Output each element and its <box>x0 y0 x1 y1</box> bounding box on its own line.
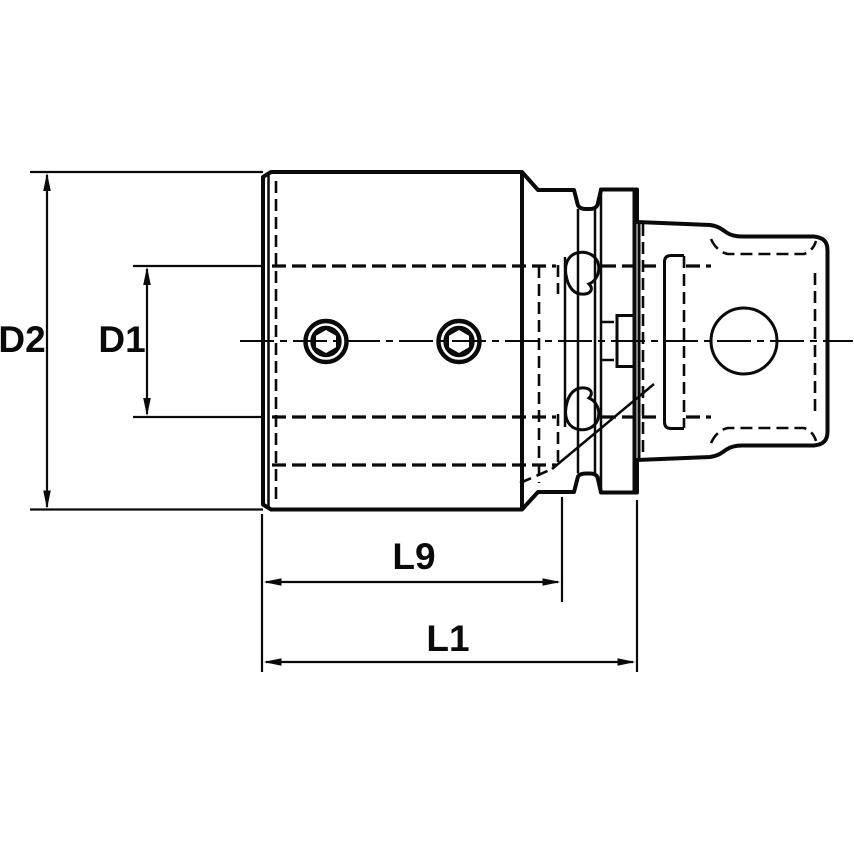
dimension-label-d1: D1 <box>98 319 145 360</box>
l1-arrow-left-icon <box>263 658 282 666</box>
hidden-tube-stubs <box>602 320 616 362</box>
hex-socket-screw-right <box>436 318 482 365</box>
dimension-l1: L1 <box>263 500 639 672</box>
dimension-l9: L9 <box>260 497 564 672</box>
l1-arrow-right-icon <box>617 658 636 666</box>
ball-recess-top <box>564 250 601 296</box>
dimension-label-l9: L9 <box>392 536 435 577</box>
hidden-lines <box>272 181 818 501</box>
shank-end-chamfer-top <box>816 236 829 250</box>
dimension-label-d2: D2 <box>0 319 46 360</box>
screw-hole-ring-icon <box>436 318 482 365</box>
hex-socket-screw-left <box>303 318 349 365</box>
ball-recess-bottom <box>564 386 601 432</box>
flat-indicator-line <box>551 383 655 470</box>
screw-hole-ring-icon <box>303 318 349 365</box>
hidden-shank-groove-bottom <box>709 426 818 444</box>
hex-socket-icon <box>312 326 340 357</box>
l9-arrow-left-icon <box>263 578 282 586</box>
hidden-flat-diagonal <box>519 467 553 485</box>
d2-arrow-down-icon <box>43 490 51 509</box>
hidden-shank-groove-top <box>709 238 818 256</box>
d2-arrow-up-icon <box>43 172 51 191</box>
shank-end-chamfer-bottom <box>816 432 829 446</box>
d1-arrow-down-icon <box>143 398 151 417</box>
d1-arrow-up-icon <box>143 266 151 285</box>
dimension-d2: D2 <box>0 170 263 511</box>
l9-arrow-right-icon <box>542 578 561 586</box>
hex-socket-icon <box>445 326 473 357</box>
dimension-d1: D1 <box>98 264 263 419</box>
dimension-label-l1: L1 <box>426 618 469 659</box>
